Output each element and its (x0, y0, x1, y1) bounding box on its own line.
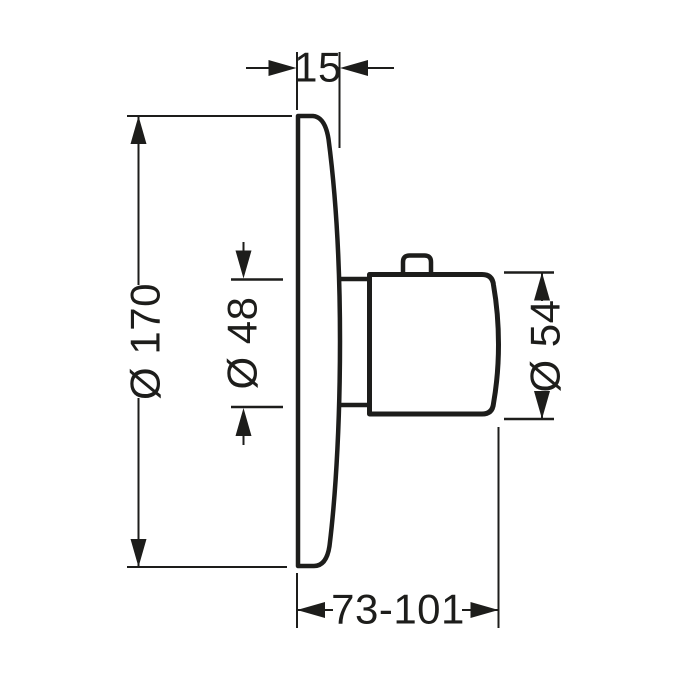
handle-grip-pin (400, 253, 434, 276)
dimension-plate-diameter: Ø 170 (122, 115, 292, 568)
arrow-up-icon (235, 408, 252, 436)
handle-body (367, 272, 501, 417)
handle-diameter-label: Ø 54 (522, 299, 569, 392)
arrow-down-icon (130, 539, 147, 567)
arrow-up-icon (130, 116, 147, 144)
sleeve-diameter-label: Ø 48 (219, 296, 266, 389)
arrow-down-icon (235, 250, 252, 279)
dimension-handle-diameter: Ø 54 (504, 271, 569, 421)
arrow-left-icon (340, 60, 368, 76)
arrow-right-icon (268, 60, 297, 76)
arrow-left-icon (297, 602, 325, 618)
dimension-plate-thickness: 15 (246, 44, 394, 148)
arrow-up-icon (534, 272, 550, 301)
plate-thickness-label: 15 (294, 44, 342, 91)
plate-diameter-label: Ø 170 (122, 283, 169, 400)
dimension-depth-range: 73-101 (296, 427, 500, 633)
arrow-down-icon (534, 391, 550, 419)
depth-range-label: 73-101 (331, 586, 465, 633)
dimension-sleeve-diameter: Ø 48 (219, 242, 283, 445)
fixture-outline (295, 113, 501, 569)
arrow-right-icon (470, 602, 499, 618)
escutcheon-plate-profile (295, 113, 343, 569)
